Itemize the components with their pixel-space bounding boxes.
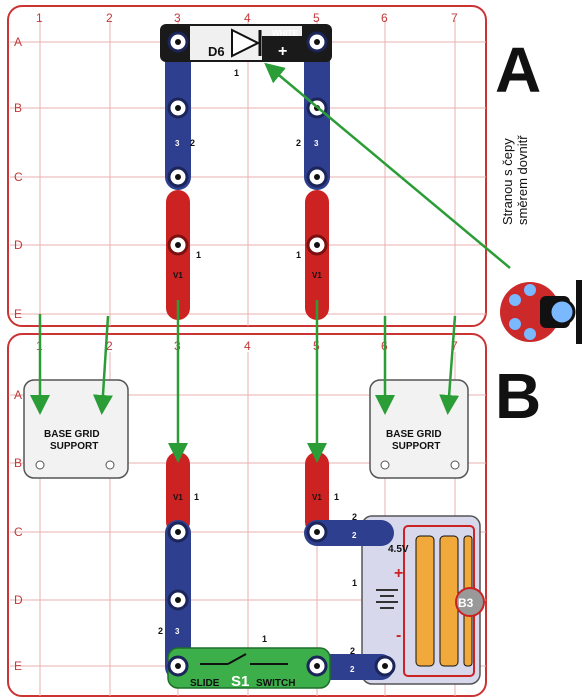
wire-2-top <box>304 520 394 546</box>
row-label: A <box>14 388 22 402</box>
col-label: 6 <box>381 11 388 25</box>
led-cap-icon <box>500 280 582 344</box>
col-label: 7 <box>451 11 458 25</box>
snap-label: 3 <box>175 139 180 148</box>
note-line-2: směrem dovnitř <box>515 135 530 225</box>
snap-level: 2 <box>190 138 195 148</box>
panel-letter-b: B <box>495 360 541 432</box>
panel-a-frame <box>7 5 487 327</box>
orientation-note: Stranou s čepy směrem dovnitř <box>500 135 530 225</box>
snap-level: 1 <box>296 250 301 260</box>
col-label: 2 <box>106 11 113 25</box>
snap-label: 3 <box>314 139 319 148</box>
snap-level: 1 <box>196 250 201 260</box>
support-line-1: BASE GRID <box>44 429 100 440</box>
col-label: 4 <box>244 339 251 353</box>
snap-level: 2 <box>352 512 357 522</box>
snap-label: 3 <box>175 627 180 636</box>
row-label: A <box>14 35 22 49</box>
wire-v1-b-left <box>166 452 190 534</box>
v1-label: V1 <box>312 493 322 502</box>
switch-level: 1 <box>262 634 267 644</box>
note-line-1: Stranou s čepy <box>500 138 515 225</box>
battery-b3: B3 4.5V + - 1 <box>352 515 485 685</box>
row-label: B <box>14 456 22 470</box>
col-label: 4 <box>244 11 251 25</box>
col-label: 5 <box>313 11 320 25</box>
diode-symbol <box>231 28 261 58</box>
v1-label: V1 <box>312 271 322 280</box>
row-label: C <box>14 525 23 539</box>
battery-voltage: 4.5V <box>388 544 409 555</box>
slide-switch-s1: SLIDE S1 SWITCH 1 <box>167 634 331 690</box>
panel-b: 1 2 3 4 5 6 7 A B C D E BASE GRID SUPPOR… <box>7 333 541 697</box>
snap-level: 2 <box>296 138 301 148</box>
switch-id: S1 <box>231 673 249 690</box>
row-label: E <box>14 307 22 321</box>
battery-level: 1 <box>352 578 357 588</box>
row-label: B <box>14 101 22 115</box>
support-line-2: SUPPORT <box>392 441 440 452</box>
led-color: WHITE <box>272 29 298 38</box>
panel-a: 1 2 3 4 5 6 7 A B C D E 3 3 2 2 V1 V1 1 … <box>7 5 541 327</box>
switch-left: SLIDE <box>190 678 220 689</box>
snap-label: 2 <box>350 665 355 674</box>
v1-label: V1 <box>173 493 183 502</box>
battery-plus: + <box>394 565 403 582</box>
col-label: 1 <box>36 11 43 25</box>
wire-v1-b-right <box>305 452 329 534</box>
support-line-1: BASE GRID <box>386 429 442 440</box>
snap-level: 1 <box>334 492 339 502</box>
snap-level: 2 <box>350 646 355 656</box>
panel-letter-a: A <box>495 34 541 106</box>
battery-minus: - <box>396 627 401 644</box>
row-label: E <box>14 659 22 673</box>
snap-level: 2 <box>158 626 163 636</box>
row-label: D <box>14 593 23 607</box>
v1-label: V1 <box>173 271 183 280</box>
row-label: C <box>14 170 23 184</box>
col-label: 2 <box>106 339 113 353</box>
support-line-2: SUPPORT <box>50 441 98 452</box>
led-plus: + <box>278 43 287 60</box>
led-id: D6 <box>208 44 225 59</box>
switch-right: SWITCH <box>256 678 295 689</box>
snap-level: 1 <box>194 492 199 502</box>
col-label: 7 <box>451 339 458 353</box>
battery-id: B3 <box>458 596 474 610</box>
snap-label: 2 <box>352 531 357 540</box>
col-label: 3 <box>174 11 181 25</box>
row-label: D <box>14 238 23 252</box>
assembly-arrows <box>30 62 511 463</box>
led-level: 1 <box>234 68 239 78</box>
